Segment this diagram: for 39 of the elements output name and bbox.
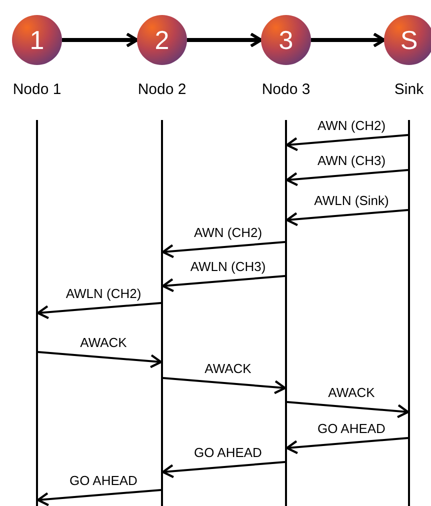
lifeline: [408, 120, 410, 506]
edge-label: AWLN (CH2): [64, 287, 144, 301]
node-circle: 2: [137, 15, 187, 65]
lifeline: [36, 120, 38, 506]
node-caption: Nodo 3: [262, 81, 310, 98]
edge-label: AWN (CH2): [192, 226, 264, 240]
arrow: [36, 302, 162, 320]
lifeline: [161, 120, 163, 506]
node-caption: Nodo 2: [138, 81, 186, 98]
node-circle: S: [384, 15, 431, 65]
edge-label: AWACK: [202, 362, 254, 376]
arrow: [38, 351, 162, 368]
arrow: [286, 437, 408, 454]
arrow: [162, 275, 286, 292]
edge-label: AWLN (Sink): [312, 194, 391, 208]
edge-label: AWN (CH2): [315, 119, 388, 133]
edge-label: GO AHEAD: [316, 422, 388, 436]
edge-label: AWN (CH3): [315, 154, 388, 168]
arrow: [62, 32, 138, 48]
arrow: [286, 209, 408, 226]
edge-label: GO AHEAD: [68, 474, 140, 488]
arrow: [162, 461, 286, 478]
arrow: [162, 377, 286, 394]
arrow: [286, 169, 408, 186]
edge-label: AWACK: [78, 336, 129, 350]
arrow: [311, 32, 386, 48]
arrow: [187, 32, 262, 48]
arrow: [162, 241, 286, 258]
arrow: [286, 134, 408, 152]
node-caption: Sink: [394, 81, 424, 98]
node-circle: 3: [261, 15, 311, 65]
node-caption: Nodo 1: [12, 81, 62, 98]
edge-label: AWACK: [326, 386, 377, 400]
arrow: [286, 401, 410, 418]
lifeline: [285, 120, 287, 506]
arrow: [36, 489, 162, 506]
edge-label: GO AHEAD: [192, 446, 264, 460]
node-circle: 1: [12, 15, 62, 65]
edge-label: AWLN (CH3): [188, 260, 268, 274]
